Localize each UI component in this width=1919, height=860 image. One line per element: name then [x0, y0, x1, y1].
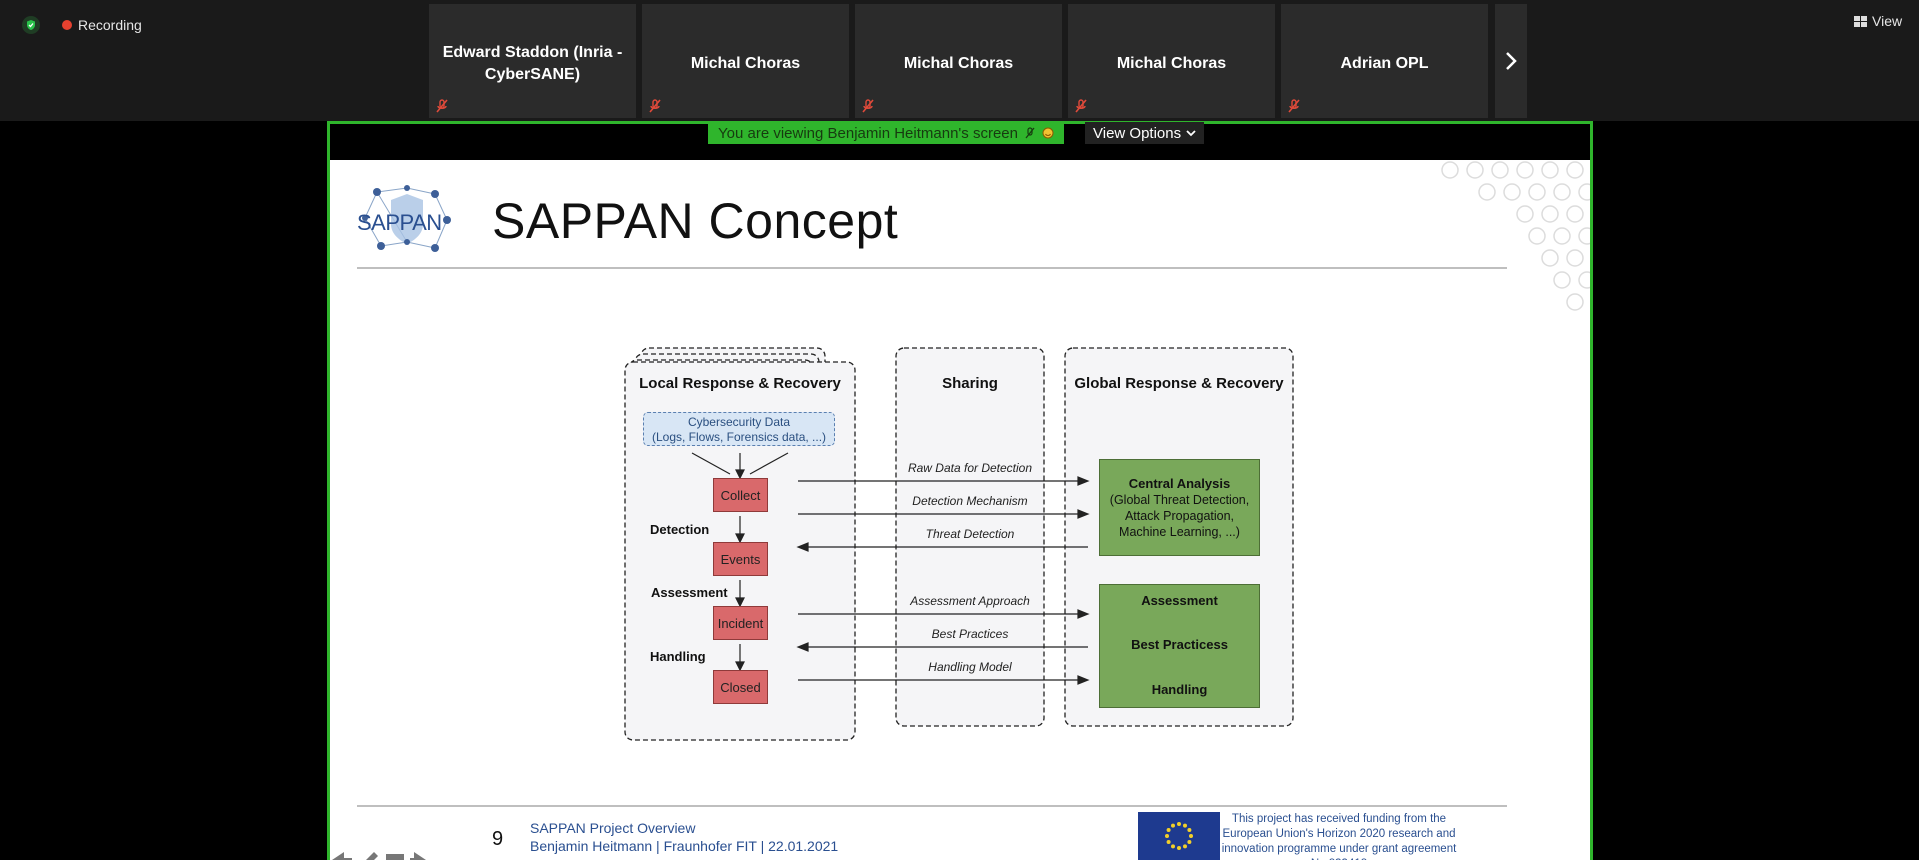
participant-name: Adrian OPL [1340, 55, 1429, 72]
step-incident: Incident [713, 606, 768, 640]
global-step-assessment: Assessment [1141, 593, 1218, 608]
local-response-title: Local Response & Recovery [639, 375, 841, 392]
muted-mic-icon [645, 96, 665, 116]
eu-flag-logo [1138, 812, 1220, 860]
presentation-slide: SAPPAN SAPPAN Concept [330, 160, 1590, 860]
record-dot-icon [62, 20, 72, 30]
participant-name: Michal Choras [1116, 55, 1227, 72]
data-box-line2: (Logs, Flows, Forensics data, ...) [651, 430, 827, 444]
sappan-logo: SAPPAN [355, 180, 459, 267]
global-step-handling: Handling [1151, 682, 1208, 697]
flow-label: Best Practices [931, 627, 1009, 641]
flow-label: Raw Data for Detection [907, 461, 1033, 475]
banner-text: You are viewing Benjamin Heitmann's scre… [718, 124, 1018, 142]
slide-title: SAPPAN Concept [492, 193, 899, 249]
participant-tile[interactable]: Michal Choras [1068, 4, 1275, 118]
grid-view-icon [1854, 15, 1867, 27]
security-shield-icon[interactable] [22, 16, 40, 34]
chevron-down-icon [1186, 129, 1196, 136]
title-divider [357, 267, 1507, 269]
participant-tile[interactable]: Michal Choras [855, 4, 1062, 118]
participant-tile[interactable]: Michal Choras [642, 4, 849, 118]
footer-line1: SAPPAN Project Overview [530, 820, 696, 836]
smile-icon [1042, 127, 1054, 139]
view-options-label: View Options [1093, 124, 1182, 142]
slide-page-number: 9 [492, 828, 504, 850]
slides-menu-icon [386, 854, 404, 860]
participant-tile[interactable]: Adrian OPL [1281, 4, 1488, 118]
screen-share-banner: You are viewing Benjamin Heitmann's scre… [708, 122, 1064, 144]
footer-divider [357, 805, 1507, 807]
logo-text: SAPPAN [357, 210, 442, 235]
stage-handling: Handling [650, 649, 706, 664]
sharing-title: Sharing [942, 375, 998, 392]
central-analysis-line: (Global Threat Detection, [1109, 493, 1250, 507]
muted-mic-icon [1284, 96, 1304, 116]
view-button[interactable]: View [1854, 13, 1902, 29]
funding-statement: This project has received funding from t… [1221, 813, 1457, 860]
muted-mic-icon [858, 96, 878, 116]
slide-footer-text: SAPPAN Project Overview Benjamin Heitman… [530, 819, 838, 855]
flow-label: Detection Mechanism [912, 494, 1028, 508]
global-response-title: Global Response & Recovery [1074, 375, 1284, 392]
central-analysis-line: Attack Propagation, [1124, 509, 1235, 523]
global-step-best-practices: Best Practicess [1131, 637, 1228, 652]
footer-line2: Benjamin Heitmann | Fraunhofer FIT | 22.… [530, 838, 839, 854]
participant-name: Edward Staddon (Inria - CyberSANE) [442, 44, 623, 83]
step-closed: Closed [713, 670, 768, 704]
pen-icon [366, 852, 378, 860]
hexagon-pattern-decoration [1441, 161, 1590, 311]
view-label: View [1872, 13, 1903, 29]
data-box-line1: Cybersecurity Data [687, 415, 791, 429]
step-collect: Collect [713, 478, 768, 512]
next-participants-button[interactable] [1495, 4, 1527, 118]
previous-slide-icon [332, 852, 352, 860]
central-analysis-line: Machine Learning, ...) [1119, 525, 1240, 539]
flow-label: Handling Model [928, 660, 1012, 674]
recording-indicator[interactable]: Recording [62, 17, 142, 33]
muted-mic-icon [1071, 96, 1091, 116]
muted-mic-icon [1025, 127, 1035, 139]
recording-label: Recording [78, 17, 142, 33]
central-analysis-title: Central Analysis [1128, 476, 1231, 491]
participant-name: Michal Choras [903, 55, 1014, 72]
slide-navigation-controls[interactable] [330, 848, 450, 860]
meeting-top-bar: Recording Edward Staddon (Inria - CyberS… [0, 0, 1919, 121]
next-slide-icon [410, 852, 426, 860]
participant-name: Michal Choras [690, 55, 801, 72]
stage-assessment: Assessment [651, 585, 728, 600]
global-process-box: Assessment Best Practicess Handling [1099, 584, 1260, 708]
step-events: Events [713, 542, 768, 576]
participant-tile[interactable]: Edward Staddon (Inria - CyberSANE) [429, 4, 636, 118]
flow-label: Assessment Approach [910, 594, 1030, 608]
view-options-dropdown[interactable]: View Options [1085, 122, 1205, 144]
flow-label: Threat Detection [925, 527, 1015, 541]
cybersecurity-data-box: Cybersecurity Data (Logs, Flows, Forensi… [643, 412, 835, 446]
muted-mic-icon [432, 96, 452, 116]
central-analysis-box: Central Analysis (Global Threat Detectio… [1099, 459, 1260, 556]
chevron-right-icon [1506, 52, 1517, 70]
stage-detection: Detection [650, 522, 710, 537]
